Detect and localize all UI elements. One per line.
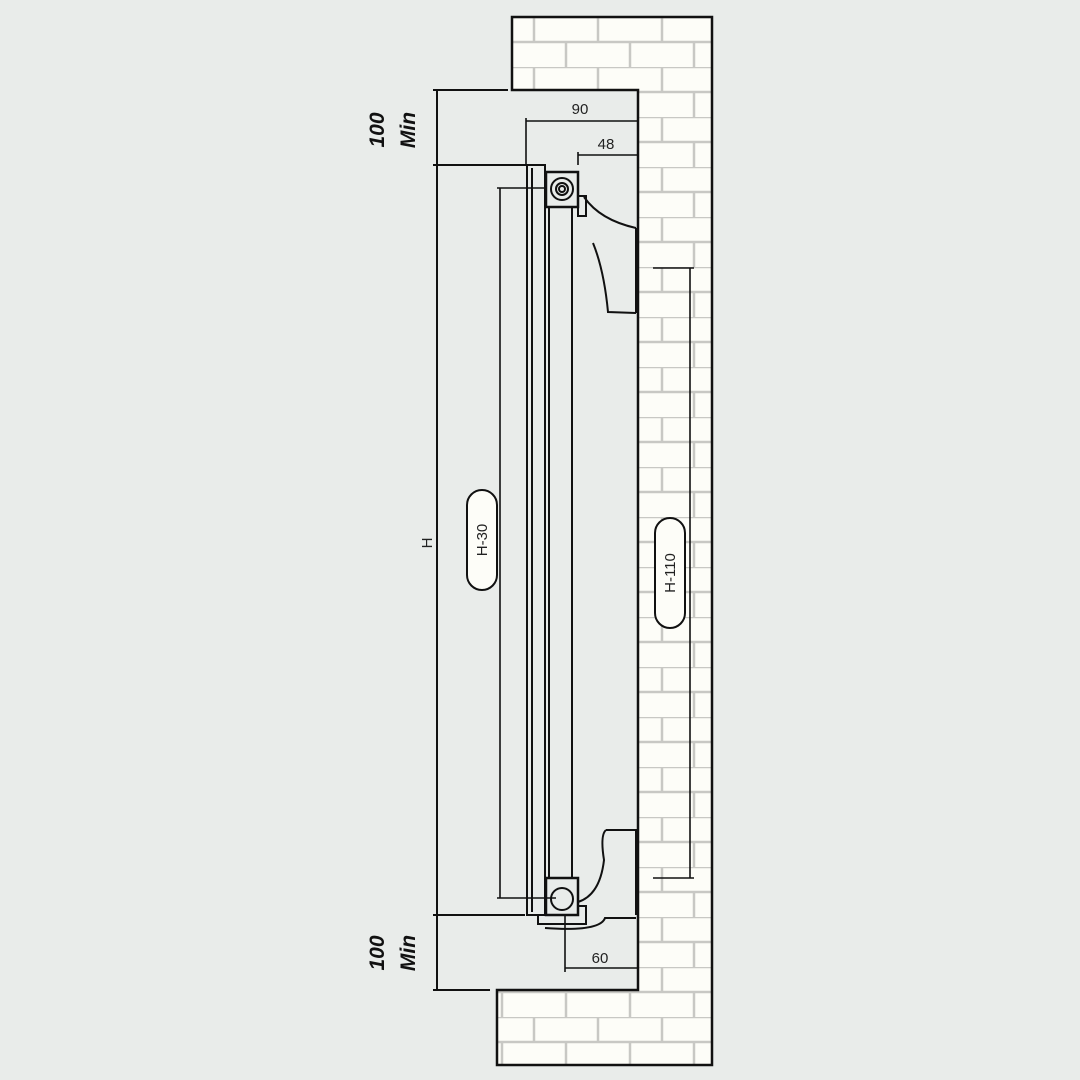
bracket-distance-label-pill	[654, 517, 686, 629]
height-label: H	[419, 538, 436, 549]
depth-pipe-top-label: 48	[598, 136, 615, 153]
depth-pipe-bottom-label: 60	[592, 950, 609, 967]
radiator-body	[526, 164, 587, 925]
depth-total-label: 90	[572, 101, 589, 118]
brick-wall	[495, 15, 714, 1067]
bottom-clearance-unit: Min	[397, 935, 420, 971]
pipe-center-dimension	[497, 187, 556, 899]
bracket-distance-dimension	[653, 267, 694, 879]
depth-dimensions	[525, 118, 638, 972]
pipe-center-label-pill	[466, 489, 498, 591]
wall-brackets	[544, 196, 637, 930]
top-clearance-unit: Min	[397, 112, 420, 148]
pipe-center-distance-label: H-30	[474, 524, 491, 557]
bracket-distance-label: H-110	[662, 553, 679, 593]
top-clearance-value: 100	[366, 112, 389, 147]
bottom-clearance-value: 100	[366, 935, 389, 970]
